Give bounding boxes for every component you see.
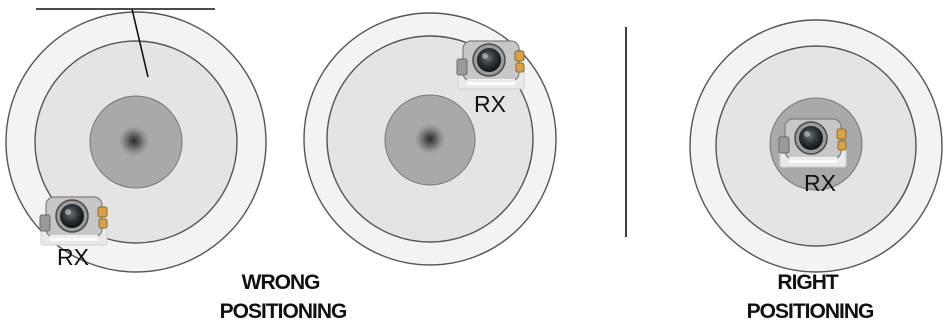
caption-wrong-line1: WRONG (242, 271, 320, 294)
target-center-speckle-icon (415, 124, 445, 154)
receiver-device-icon (457, 41, 524, 89)
caption-right-line2: POSITIONING (747, 300, 874, 323)
caption-wrong-line2: POSITIONING (220, 300, 347, 323)
receiver-device-icon (40, 197, 107, 245)
rx-label: RX (474, 91, 506, 117)
caption-wrong: WRONG POSITIONING (220, 271, 347, 323)
target-wrong-right: RX (304, 13, 556, 265)
target-right: RX (690, 20, 942, 272)
receiver-device-icon (779, 119, 846, 167)
caption-right-line1: RIGHT (777, 271, 839, 294)
target-center-speckle-icon (119, 126, 149, 156)
caption-right: RIGHT POSITIONING (747, 271, 874, 323)
target-wrong-left: RX (6, 9, 266, 272)
rx-label: RX (804, 170, 836, 196)
rx-label: RX (57, 244, 89, 270)
